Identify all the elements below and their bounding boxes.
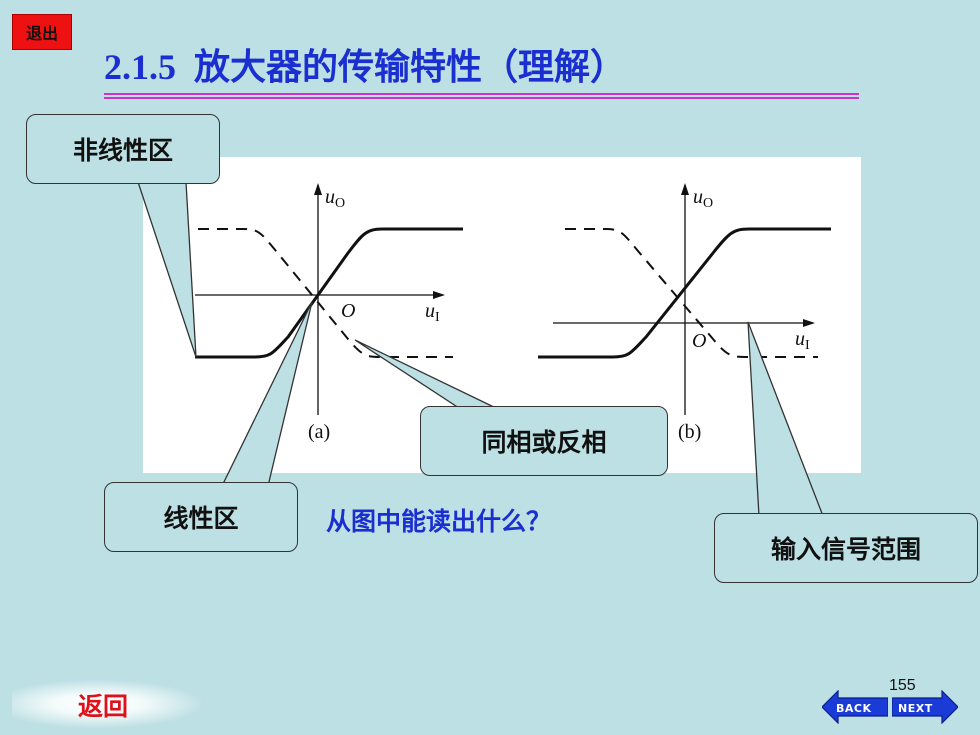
panel-a-dashed-curve [198, 228, 453, 358]
panel-a-x-label: uI [425, 300, 440, 325]
linear-callout-pointer [220, 301, 313, 487]
exit-button[interactable]: 退出 [12, 14, 72, 50]
input-range-callout: 输入信号范围 [714, 513, 978, 583]
question-text: 从图中能读出什么？ [326, 507, 552, 536]
panel-a-y-label: uO [325, 186, 345, 211]
page-title: 2.1.5 放大器的传输特性（理解） [104, 38, 859, 90]
page-number: 155 [889, 677, 916, 694]
nonlinear-region-callout: 非线性区 [26, 114, 220, 184]
panel-b-y-label: uO [693, 186, 713, 211]
back-label: BACK [836, 702, 872, 715]
panel-b-dashed-curve [565, 228, 818, 358]
linear-region-callout: 线性区 [104, 482, 298, 552]
phase-callout: 同相或反相 [420, 406, 668, 476]
panel-a-y-arrow [314, 183, 322, 195]
title-underline [104, 93, 859, 95]
return-button-glow [12, 680, 202, 728]
next-arrow-icon [891, 689, 959, 725]
panel-b-y-arrow [681, 183, 689, 195]
panel-b-solid-curve [538, 227, 831, 359]
title-text: 放大器的传输特性（理解） [194, 47, 627, 88]
transfer-diagram: uO uI O (a) uO uI O (b) [195, 183, 831, 443]
back-button[interactable]: BACK [821, 689, 889, 725]
panel-a-origin-label: O [341, 300, 355, 322]
panel-a: uO uI O (a) [195, 183, 463, 443]
panel-b-origin-label: O [692, 330, 706, 352]
section-number: 2.1.5 [104, 47, 176, 87]
panel-b-caption: (b) [678, 421, 701, 443]
title-underline-secondary [104, 97, 859, 99]
next-button[interactable]: NEXT [891, 689, 959, 725]
return-button[interactable]: 返回 [78, 692, 129, 721]
panel-b-x-label: uI [795, 328, 810, 353]
panel-a-x-arrow [433, 291, 445, 299]
phase-callout-pointer [354, 339, 501, 411]
panel-b: uO uI O (b) [538, 183, 831, 443]
panel-b-x-arrow [803, 319, 815, 327]
next-label: NEXT [898, 702, 933, 715]
range-callout-pointer [747, 321, 824, 517]
nonlinear-callout-pointer [137, 181, 197, 358]
panel-a-solid-curve [195, 227, 463, 359]
panel-a-caption: (a) [308, 421, 330, 443]
